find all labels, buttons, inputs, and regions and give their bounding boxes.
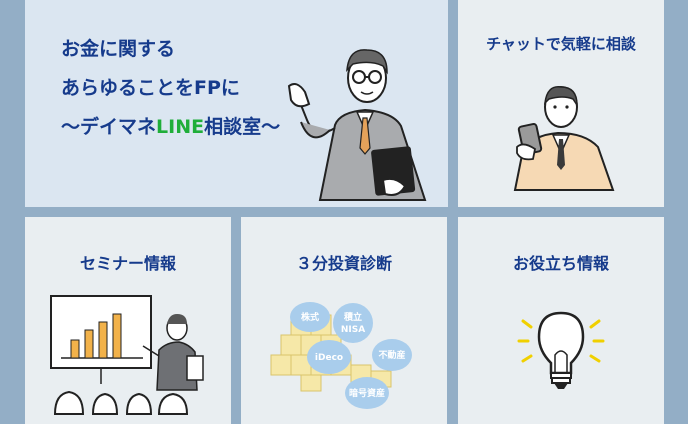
- smartphone-user-illustration: [513, 86, 615, 191]
- seminar-card[interactable]: セミナー情報: [25, 217, 231, 424]
- hero-line-3: 〜デイマネLINE相談室〜: [61, 108, 280, 147]
- useful-info-title: お役立ち情報: [512, 254, 609, 273]
- bubble-ideco: iDeco: [307, 340, 351, 374]
- svg-text:不動産: 不動産: [378, 349, 405, 361]
- seminar-title: セミナー情報: [79, 254, 176, 273]
- hero-text: お金に関する あらゆることをFPに 〜デイマネLINE相談室〜: [61, 30, 280, 147]
- hero-banner[interactable]: お金に関する あらゆることをFPに 〜デイマネLINE相談室〜: [25, 0, 448, 207]
- fp-advisor-illustration: [287, 49, 427, 201]
- bubble-angou-shisan: 暗号資産: [345, 377, 389, 409]
- hero-line-3-suffix: 相談室〜: [204, 116, 281, 138]
- presentation-illustration: [50, 295, 204, 415]
- svg-text:積立: 積立: [343, 311, 362, 323]
- lightbulb-icon: [517, 311, 605, 389]
- line-brand-word: LINE: [156, 116, 205, 138]
- investment-blocks-illustration: 株式 積立 NISA 不動産 iDeco 暗号資産: [270, 302, 412, 409]
- svg-text:NISA: NISA: [341, 325, 365, 335]
- svg-text:iDeco: iDeco: [315, 353, 343, 363]
- useful-info-card[interactable]: お役立ち情報: [458, 217, 664, 424]
- bubble-kabushiki: 株式: [290, 302, 330, 332]
- hero-line-2: あらゆることをFPに: [61, 77, 240, 99]
- chat-consult-title: チャットで気軽に相談: [486, 35, 636, 53]
- investment-diagnosis-card[interactable]: ３分投資診断 株式 積立 NISA 不動産: [241, 217, 447, 424]
- svg-text:株式: 株式: [301, 311, 319, 323]
- hero-line-3-prefix: 〜デイマネ: [61, 116, 157, 138]
- bubble-fudosan: 不動産: [372, 339, 412, 371]
- bubble-tsumitate-nisa: 積立 NISA: [333, 303, 373, 343]
- hero-line-1: お金に関する: [61, 38, 176, 60]
- svg-text:暗号資産: 暗号資産: [349, 387, 385, 399]
- chat-consult-card[interactable]: チャットで気軽に相談: [458, 0, 664, 207]
- investment-diagnosis-title: ３分投資診断: [295, 254, 392, 273]
